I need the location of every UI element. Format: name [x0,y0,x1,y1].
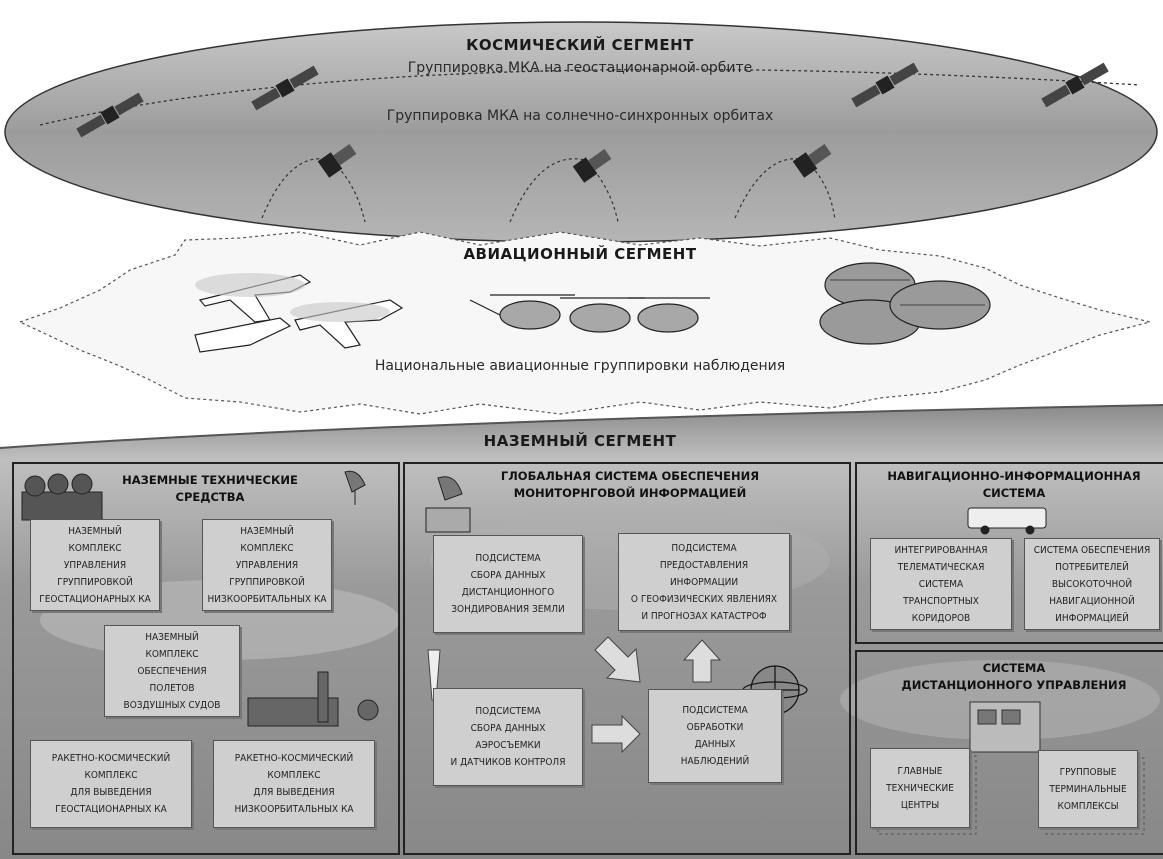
airship-icon [819,262,991,345]
cloud-shape [840,660,1160,740]
remote-control-title: СИСТЕМА ДИСТАНЦИОННОГО УПРАВЛЕНИЯ [901,661,1127,692]
antenna-dishes-icon [21,473,103,521]
geo-launch-complex-box: РАКЕТНО-КОСМИЧЕСКИЙ КОМПЛЕКС ДЛЯ ВЫВЕДЕН… [30,740,192,828]
arrow-diagonal-icon [594,636,641,683]
satellite-icon [572,149,612,183]
satellite-icon [1041,62,1109,108]
leo-control-complex-box: НАЗЕМНЫЙ КОМПЛЕКС УПРАВЛЕНИЯ ГРУППИРОВКО… [202,519,332,611]
control-room-icon [969,701,1041,753]
airplane-icon [195,273,390,322]
arrow-up-icon [682,639,722,683]
satellite-icon [851,62,919,108]
satellite-dish-icon [344,470,366,505]
group-terminal-complexes-box: ГРУППОВЫЕ ТЕРМИНАЛЬНЫЕ КОМПЛЕКСЫ [1038,750,1138,828]
aviation-groups-label: Национальные авиационные группировки наб… [374,358,786,374]
navigation-support-system-box: СИСТЕМА ОБЕСПЕЧЕНИЯ ПОТРЕБИТЕЛЕЙ ВЫСОКОТ… [1024,538,1160,630]
horizon-line [0,404,1163,449]
flight-support-complex-box: НАЗЕМНЫЙ КОМПЛЕКС ОБЕСПЕЧЕНИЯ ПОЛЕТОВ ВО… [104,625,240,717]
space-segment-ellipse [4,21,1158,243]
nav-info-title: НАВИГАЦИОННО-ИНФОРМАЦИОННАЯ СИСТЕМА [887,469,1141,500]
aviation-segment-title: АВИАЦИОННЫЙ СЕГМЕНТ [463,245,697,263]
helicopter-icon [469,294,710,333]
geo-control-complex-box: НАЗЕМНЫЙ КОМПЛЕКС УПРАВЛЕНИЯ ГРУППИРОВКО… [30,519,160,611]
leo-launch-complex-box: РАКЕТНО-КОСМИЧЕСКИЙ КОМПЛЕКС ДЛЯ ВЫВЕДЕН… [213,740,375,828]
space-segment-title: КОСМИЧЕСКИЙ СЕГМЕНТ [466,36,694,54]
satellite-icon [251,65,319,111]
sso-orbit-label: Группировка МКА на солнечно-синхронных о… [386,108,774,124]
aerial-survey-subsystem-box: ПОДСИСТЕМА СБОРА ДАННЫХ АЭРОСЪЕМКИ И ДАТ… [433,688,583,786]
ground-segment-title: НАЗЕМНЫЙ СЕГМЕНТ [483,432,677,450]
info-provision-subsystem-box: ПОДСИСТЕМА ПРЕДОСТАВЛЕНИЯ ИНФОРМАЦИИ О Г… [618,533,790,631]
remote-sensing-subsystem-box: ПОДСИСТЕМА СБОРА ДАННЫХ ДИСТАНЦИОННОГО З… [433,535,583,633]
data-processing-subsystem-box: ПОДСИСТЕМА ОБРАБОТКИ ДАННЫХ НАБЛЮДЕНИЙ [648,689,782,783]
geo-orbit-label: Группировка МКА на геостационарной орбит… [407,60,753,76]
telematic-system-box: ИНТЕГРИРОВАННАЯ ТЕЛЕМАТИЧЕСКАЯ СИСТЕМА Т… [870,538,1012,630]
satellite-icon [792,144,832,178]
main-tech-centers-box: ГЛАВНЫЕ ТЕХНИЧЕСКИЕ ЦЕНТРЫ [870,748,970,828]
ground-tech-panel [12,462,400,855]
bus-icon [967,507,1047,535]
arrow-right-icon [591,714,641,754]
global-monitoring-panel [403,462,851,855]
nav-info-panel [855,462,1163,644]
launch-pad-icon [247,671,379,727]
geo-orbit-line [39,68,1141,126]
satellite-icon [317,144,357,178]
sso-orbit-arc-2 [509,158,619,223]
global-monitoring-title: ГЛОБАЛЬНАЯ СИСТЕМА ОБЕСПЕЧЕНИЯ МОНИТОРНГ… [500,469,760,500]
ground-tech-title: НАЗЕМНЫЕ ТЕХНИЧЕСКИЕ СРЕДСТВА [122,473,298,504]
remote-control-panel [855,650,1163,855]
satellite-dish-icon [425,476,471,533]
satellite-icon [76,92,144,138]
